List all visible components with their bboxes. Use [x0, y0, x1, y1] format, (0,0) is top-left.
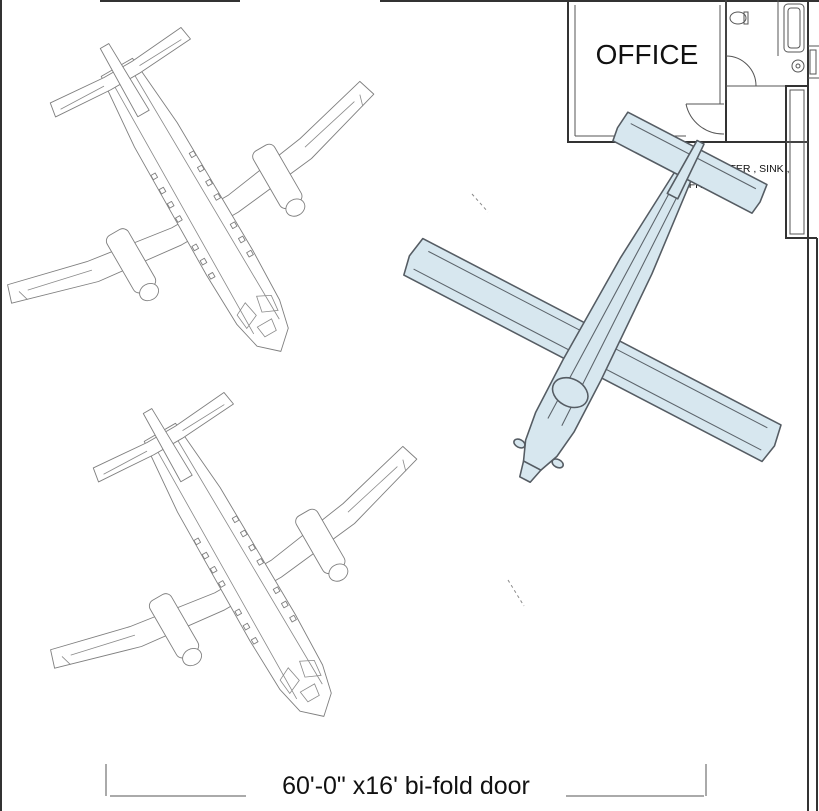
- toilet-icon: [729, 11, 747, 25]
- restroom: [725, 0, 819, 87]
- door-swing-marks: [471, 193, 525, 607]
- twin-engine-aircraft-upper: [0, 0, 463, 457]
- office-room: [567, 0, 808, 143]
- single-engine-aircraft-highlighted: [341, 46, 819, 576]
- sink-icon: [791, 59, 805, 73]
- office-door: [685, 55, 757, 135]
- bathtub-icon: [783, 3, 805, 53]
- office-label: OFFICE: [596, 39, 699, 70]
- bifold-door-dimension: [105, 764, 707, 797]
- bifold-door-label: 60'-0" x16' bi-fold door: [282, 772, 530, 800]
- counter-cabinet: [785, 85, 817, 239]
- twin-engine-aircraft-lower: [0, 306, 506, 811]
